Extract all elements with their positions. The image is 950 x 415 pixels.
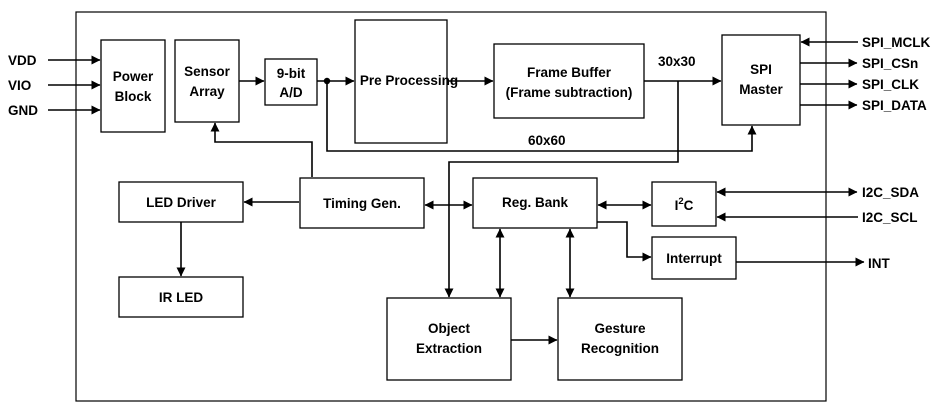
frame-buffer-label-2: (Frame subtraction) (506, 85, 633, 100)
ir-led-label: IR LED (159, 290, 204, 305)
pin-label-i2c-scl: I2C_SCL (862, 210, 918, 225)
ir-led-block: IR LED (118, 276, 244, 318)
wire-reg-bank-to-interrupt (597, 221, 652, 262)
power-block-label-1: Power (113, 69, 154, 84)
interrupt-block: Interrupt (651, 236, 737, 280)
i2c-label-sup: 2 (678, 196, 683, 207)
power-block: Power Block (100, 39, 166, 133)
gesture-recognition-label-1: Gesture (594, 321, 646, 336)
pin-label-spi-csn: SPI_CSn (862, 56, 918, 71)
i2c-label-suffix: C (684, 198, 694, 213)
pre-processing-block: Pre Processing (354, 19, 458, 144)
gesture-recognition-block: Gesture Recognition (557, 297, 683, 381)
sensor-array-label-1: Sensor (184, 64, 231, 79)
object-extraction-label-1: Object (428, 321, 471, 336)
pin-label-vdd: VDD (8, 53, 37, 68)
frame-buffer-block: Frame Buffer (Frame subtraction) (493, 43, 645, 119)
gesture-recognition-label-2: Recognition (581, 341, 659, 356)
led-driver-block: LED Driver (118, 181, 244, 223)
bus-label-60x60: 60x60 (528, 133, 566, 148)
timing-gen-label: Timing Gen. (323, 196, 401, 211)
reg-bank-block: Reg. Bank (472, 177, 598, 229)
pin-label-spi-data: SPI_DATA (862, 98, 927, 113)
pre-processing-label: Pre Processing (360, 73, 458, 88)
sensor-array-label-2: Array (189, 84, 225, 99)
reg-bank-label: Reg. Bank (502, 195, 569, 210)
pin-label-gnd: GND (8, 103, 38, 118)
i2c-label-prefix: I (675, 198, 679, 213)
object-extraction-label-2: Extraction (416, 341, 482, 356)
bus-label-30x30: 30x30 (658, 54, 696, 69)
pin-label-int: INT (868, 256, 891, 271)
wire-30x30-to-object-extraction (444, 81, 679, 298)
pin-label-spi-mclk: SPI_MCLK (862, 35, 931, 50)
adc-label-1: 9-bit (277, 66, 306, 81)
i2c-label: I2C (675, 196, 694, 213)
object-extraction-block: Object Extraction (386, 297, 512, 381)
pin-label-i2c-sda: I2C_SDA (862, 185, 919, 200)
pin-label-vio: VIO (8, 78, 31, 93)
wire-60x60-to-spi (326, 81, 757, 152)
wire-timing-to-sensor (210, 122, 313, 177)
power-block-label-2: Block (115, 89, 152, 104)
led-driver-label: LED Driver (146, 195, 217, 210)
adc-label-2: A/D (279, 85, 303, 100)
pin-label-spi-clk: SPI_CLK (862, 77, 919, 92)
spi-master-label-2: Master (739, 82, 783, 97)
i2c-block: I2C (651, 181, 717, 227)
spi-master-label-1: SPI (750, 62, 772, 77)
spi-master-block: SPI Master (721, 34, 801, 126)
timing-gen-block: Timing Gen. (299, 177, 425, 229)
adc-block: 9-bit A/D (264, 58, 318, 106)
interrupt-label: Interrupt (666, 251, 722, 266)
frame-buffer-label-1: Frame Buffer (527, 65, 612, 80)
sensor-array-block: Sensor Array (174, 39, 240, 123)
